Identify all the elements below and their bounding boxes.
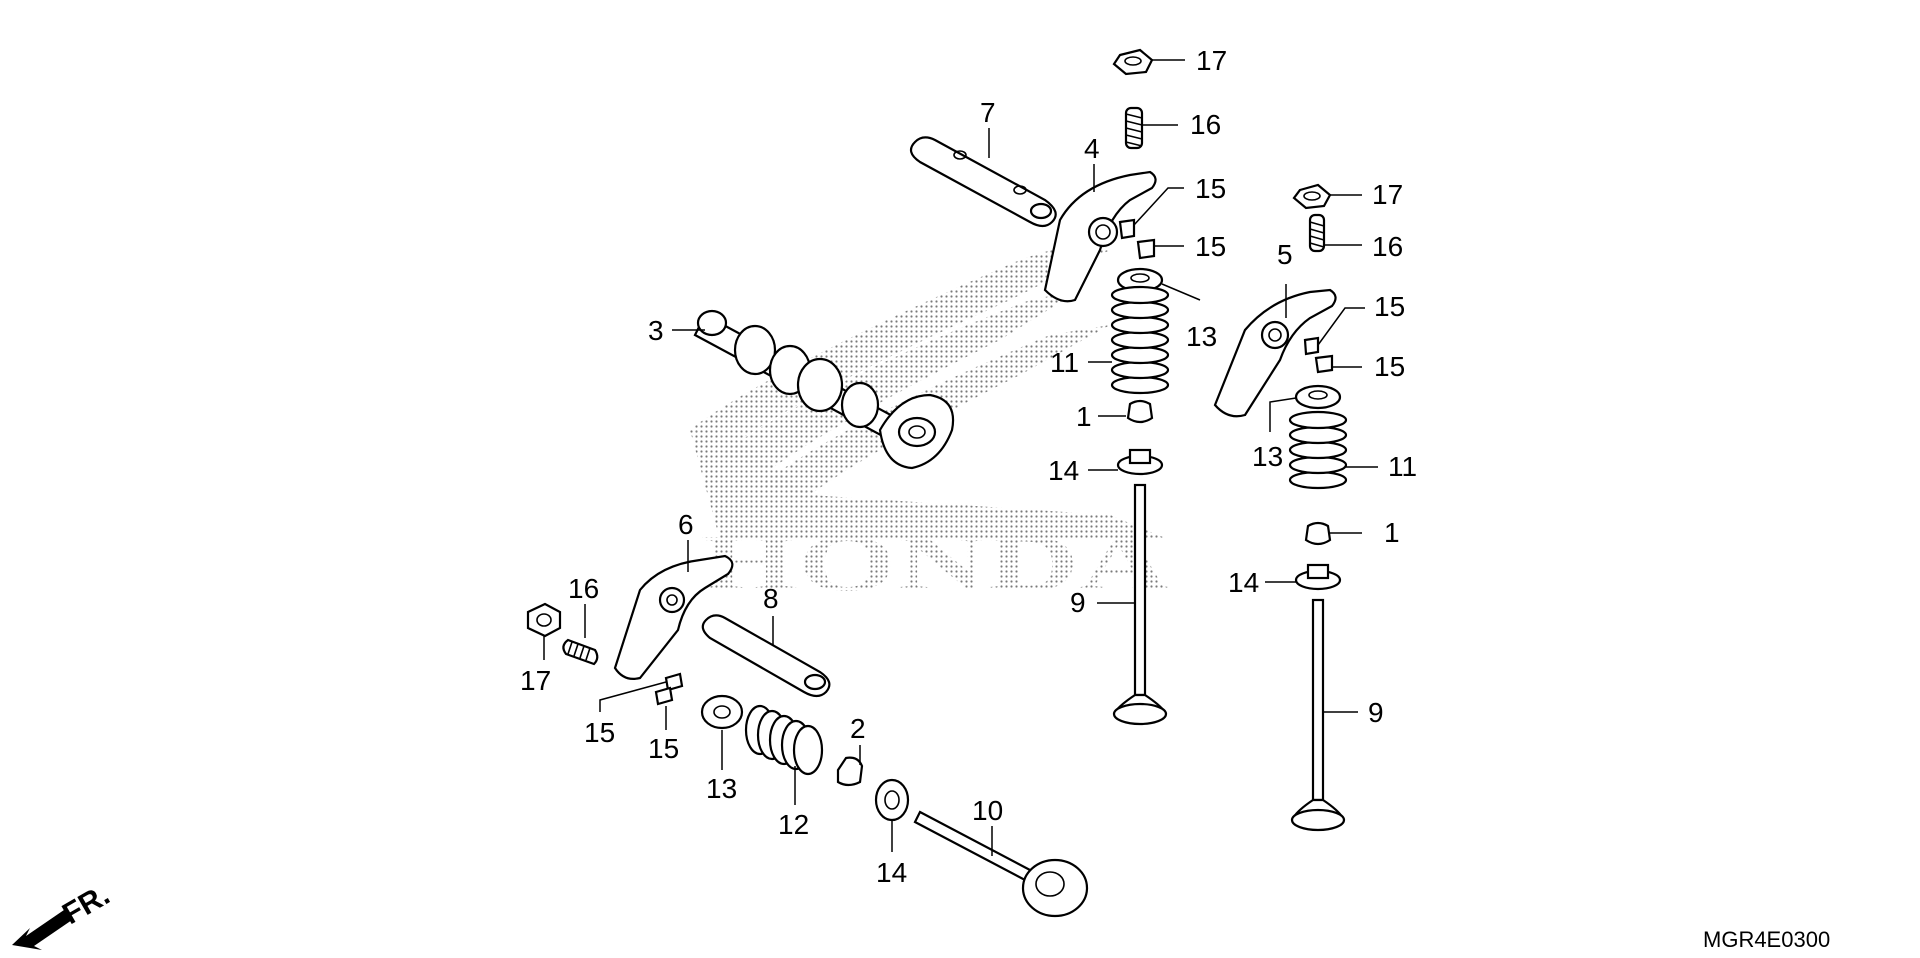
callout-15-e: 15 — [584, 717, 615, 748]
callout-9-center: 9 — [1070, 587, 1086, 618]
callout-3: 3 — [648, 315, 664, 346]
callout-labels: 17 16 7 4 15 15 17 16 5 15 15 13 3 11 1 … — [520, 45, 1417, 888]
callout-13-right: 13 — [1252, 441, 1283, 472]
part-17-nut-top — [1112, 48, 1154, 76]
callout-15-a: 15 — [1195, 173, 1226, 204]
part-13-retainer-right — [1294, 384, 1342, 410]
part-9-valve-center — [1112, 483, 1168, 726]
callout-14-right: 14 — [1228, 567, 1259, 598]
leader-lines — [543, 59, 1378, 856]
callout-7: 7 — [980, 97, 996, 128]
part-13-retainer-left — [700, 694, 744, 730]
callout-17-top: 17 — [1196, 45, 1227, 76]
part-11-spring-right — [1288, 410, 1348, 490]
part-15-cotter-upper — [1118, 218, 1156, 260]
part-16-screw-left — [562, 638, 599, 666]
callout-16-right: 16 — [1372, 231, 1403, 262]
part-14-spring-seat-center — [1116, 448, 1164, 476]
part-17-nut-right — [1292, 183, 1332, 210]
honda-watermark-text: HONDA — [700, 520, 1170, 608]
callout-1-center: 1 — [1076, 401, 1092, 432]
part-14-spring-seat-left — [874, 778, 910, 822]
callout-8: 8 — [763, 583, 779, 614]
callout-11-right: 11 — [1388, 451, 1417, 482]
part-15-cotter-right — [1303, 336, 1334, 374]
part-15-cotter-left — [654, 672, 684, 706]
callout-11-center: 11 — [1050, 347, 1079, 378]
callout-16-top: 16 — [1190, 109, 1221, 140]
part-17-nut-left — [526, 602, 562, 638]
callout-9-right: 9 — [1368, 697, 1384, 728]
callout-15-b: 15 — [1195, 231, 1226, 262]
callout-15-f: 15 — [648, 733, 679, 764]
part-10-valve — [913, 810, 1089, 918]
part-2-stem-seal — [836, 756, 864, 787]
callout-5: 5 — [1277, 239, 1293, 270]
callout-12: 12 — [778, 809, 809, 840]
part-6-rocker-arm — [613, 554, 734, 680]
callout-15-c: 15 — [1374, 291, 1405, 322]
part-1-stem-seal-center — [1126, 399, 1154, 424]
callout-15-d: 15 — [1374, 351, 1405, 382]
callout-6: 6 — [678, 509, 694, 540]
callout-1-right: 1 — [1384, 517, 1400, 548]
callout-17-right: 17 — [1372, 179, 1403, 210]
part-12-spring-left — [744, 704, 824, 776]
callout-16-left: 16 — [568, 573, 599, 604]
callout-10: 10 — [972, 795, 1003, 826]
part-8-rocker-shaft — [701, 614, 831, 698]
callout-17-left: 17 — [520, 665, 551, 696]
callout-14-center: 14 — [1048, 455, 1079, 486]
front-direction-arrow: FR. — [12, 878, 115, 950]
callout-14-left: 14 — [876, 857, 907, 888]
part-16-screw-right — [1308, 213, 1326, 253]
callout-13-center: 13 — [1186, 321, 1217, 352]
part-4-rocker-arm — [1043, 170, 1157, 303]
callout-13-left: 13 — [706, 773, 737, 804]
part-7-rocker-shaft — [909, 136, 1057, 228]
part-11-spring-center — [1110, 285, 1170, 395]
part-1-stem-seal-right — [1304, 521, 1332, 546]
part-14-spring-seat-right — [1294, 563, 1342, 591]
part-5-rocker-arm — [1213, 288, 1337, 418]
callout-4: 4 — [1084, 133, 1100, 164]
part-9-valve-right — [1290, 598, 1346, 832]
part-3-camshaft — [693, 309, 955, 470]
callout-2: 2 — [850, 713, 866, 744]
part-16-screw-top — [1124, 106, 1144, 150]
diagram-code: MGR4E0300 — [1703, 927, 1830, 952]
